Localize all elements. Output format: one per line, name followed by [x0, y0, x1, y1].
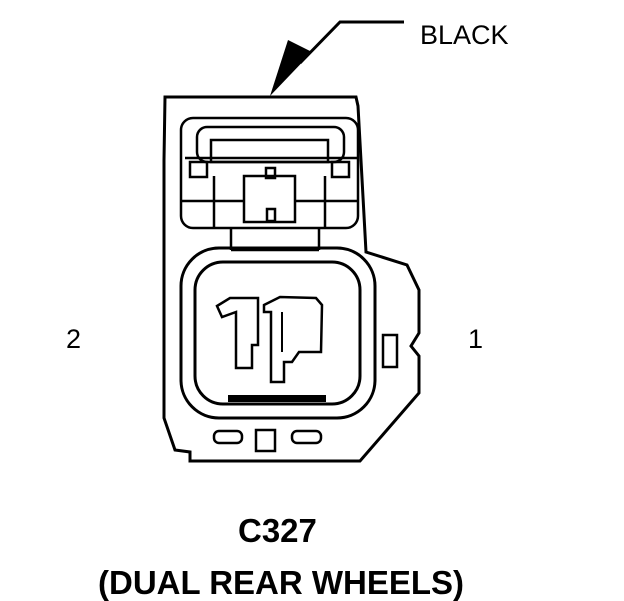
- connector-id: C327: [238, 512, 317, 549]
- connector-housing: [162, 95, 421, 463]
- terminal-pin-2: [215, 296, 260, 370]
- terminal-pin-1: [262, 295, 324, 384]
- side-notch: [381, 333, 399, 369]
- bottom-slots: [212, 428, 323, 453]
- connector-description: (DUAL REAR WHEELS): [98, 564, 465, 601]
- leader-arrow: [270, 20, 404, 96]
- wire-color-label: BLACK: [420, 20, 509, 50]
- pin-number-2-label: 2: [66, 324, 82, 354]
- pin-number-1-label: 1: [468, 324, 484, 354]
- terminal-cavity: [179, 246, 377, 420]
- latch-assembly: [179, 116, 360, 252]
